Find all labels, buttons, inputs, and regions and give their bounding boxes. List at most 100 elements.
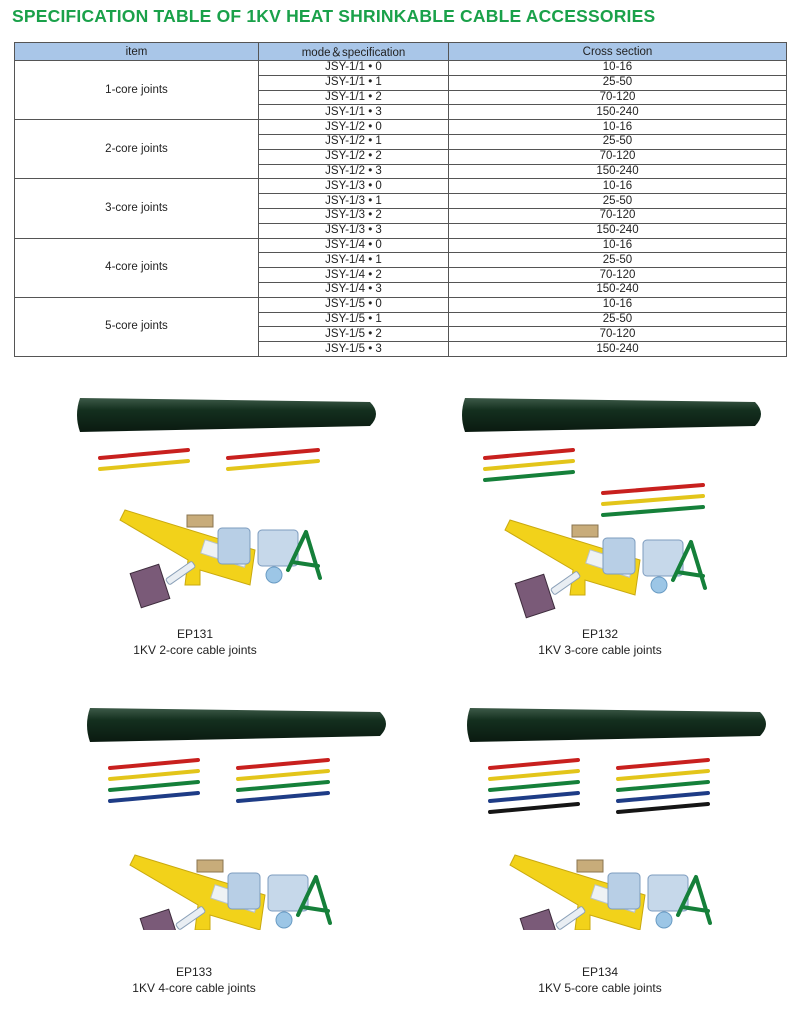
product-code: EP134 [581, 965, 619, 979]
tan-tape-roll [186, 514, 214, 528]
green-clamp [676, 875, 712, 925]
tube-strip-left [483, 459, 575, 471]
model-cell: JSY-1/4 • 1 [258, 252, 449, 269]
tube-strip-right [236, 758, 330, 770]
product-ep132-image [455, 390, 785, 670]
model-cell: JSY-1/2 • 0 [258, 119, 449, 135]
tube-strip-right [616, 780, 710, 792]
tube-strip-right [616, 802, 710, 814]
cross-section-cell: 150-240 [448, 341, 787, 357]
abrasive-pack [129, 563, 171, 609]
tube-strip-left [98, 459, 190, 471]
tube-strip-right [601, 505, 705, 517]
item-cell: 1-core joints [14, 59, 259, 121]
product-name: 1KV 5-core cable joints [538, 981, 662, 995]
tube-strip-right [601, 494, 705, 506]
product-ep133-image [80, 700, 410, 980]
sealing-ball [650, 576, 668, 594]
model-cell: JSY-1/1 • 2 [258, 89, 449, 106]
model-cell: JSY-1/3 • 2 [258, 207, 449, 224]
cleaner-tube [165, 561, 196, 585]
product-ep131-caption: EP131 1KV 2-core cable joints [95, 626, 295, 658]
column-header-model: mode＆specification [258, 42, 449, 61]
column-header-item: item [14, 42, 259, 61]
cross-section-cell: 25-50 [448, 193, 787, 209]
cross-section-cell: 70-120 [448, 207, 787, 224]
heat-shrink-tube [462, 398, 761, 432]
product-ep131-image [70, 390, 400, 670]
model-cell: JSY-1/2 • 3 [258, 163, 449, 180]
model-cell: JSY-1/2 • 2 [258, 148, 449, 165]
cross-section-cell: 10-16 [448, 296, 787, 313]
cross-section-cell: 25-50 [448, 252, 787, 269]
tube-strip-left [108, 791, 200, 803]
blue-pouch-left [602, 537, 636, 575]
blue-pouch-left [607, 872, 641, 910]
model-cell: JSY-1/3 • 3 [258, 222, 449, 239]
specification-table: item mode＆specification Cross section 1-… [14, 42, 787, 357]
model-cell: JSY-1/5 • 2 [258, 326, 449, 343]
tube-strip-left [108, 780, 200, 792]
product-ep134-image [460, 700, 790, 980]
blue-pouch-left [227, 872, 261, 910]
tube-strip-right [226, 459, 320, 471]
cleaner-tube [555, 906, 586, 930]
tube-strip-left [98, 448, 190, 460]
model-cell: JSY-1/4 • 2 [258, 267, 449, 283]
model-cell: JSY-1/1 • 3 [258, 104, 449, 121]
sealing-ball [655, 911, 673, 929]
abrasive-pack [514, 573, 556, 619]
product-name: 1KV 2-core cable joints [133, 643, 257, 657]
tube-strip-left [488, 769, 580, 781]
cross-section-cell: 10-16 [448, 178, 787, 195]
model-cell: JSY-1/5 • 3 [258, 341, 449, 357]
yellow-mastic-piece [504, 519, 641, 596]
cross-section-cell: 150-240 [448, 104, 787, 121]
cleaner-tube [550, 571, 581, 595]
tube-strip-right [616, 758, 710, 770]
model-cell: JSY-1/3 • 0 [258, 178, 449, 195]
model-cell: JSY-1/2 • 1 [258, 133, 449, 150]
tube-strip-right [236, 791, 330, 803]
item-cell: 4-core joints [14, 237, 259, 298]
green-clamp [286, 530, 322, 580]
yellow-mastic-piece [119, 509, 256, 586]
cross-section-cell: 10-16 [448, 60, 787, 76]
tube-strip-left [108, 769, 200, 781]
blue-pouch-left [217, 527, 251, 565]
tube-strip-left [488, 780, 580, 792]
cleaner-tube [175, 906, 206, 930]
item-cell: 5-core joints [14, 296, 259, 357]
abrasive-pack [139, 908, 181, 930]
page-title: SPECIFICATION TABLE OF 1KV HEAT SHRINKAB… [12, 6, 656, 26]
yellow-mastic-piece [509, 854, 646, 930]
product-ep133-caption: EP133 1KV 4-core cable joints [94, 964, 294, 996]
tan-tape-roll [196, 859, 224, 873]
tan-tape-roll [571, 524, 599, 538]
tube-strip-right [236, 769, 330, 781]
tube-strip-right [616, 769, 710, 781]
sealing-ball [275, 911, 293, 929]
model-cell: JSY-1/1 • 1 [258, 74, 449, 91]
column-header-cross-section: Cross section [448, 42, 787, 61]
product-code: EP133 [175, 965, 213, 979]
tube-strip-right [226, 448, 320, 460]
heat-shrink-tube [87, 708, 386, 742]
heat-shrink-tube [467, 708, 766, 742]
cross-section-cell: 70-120 [448, 267, 787, 283]
cross-section-cell: 25-50 [448, 133, 787, 150]
cross-section-cell: 70-120 [448, 148, 787, 165]
product-name: 1KV 3-core cable joints [538, 643, 662, 657]
